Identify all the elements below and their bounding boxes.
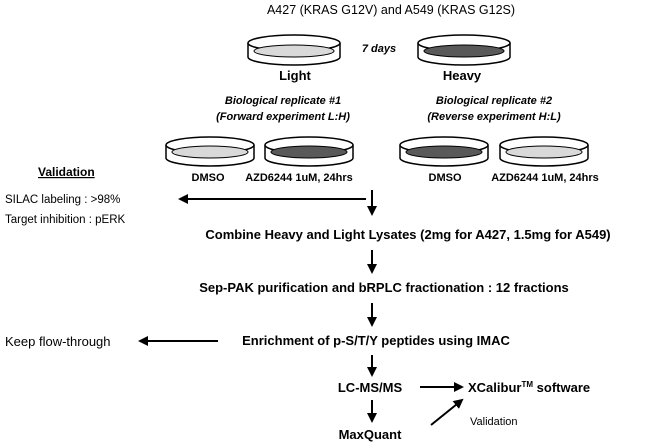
replicate1-azd-label: AZD6244 1uM, 24hrs xyxy=(245,172,353,184)
replicate2-azd-dish xyxy=(499,136,589,167)
replicate2-dmso-label: DMSO xyxy=(429,172,462,184)
validation-silac: SILAC labeling : >98% xyxy=(5,194,120,206)
light-dish xyxy=(247,34,341,66)
step-combine: Combine Heavy and Light Lysates (2mg for… xyxy=(205,227,610,242)
replicate1-subtitle: (Forward experiment L:H) xyxy=(216,111,350,123)
xcalibur-software: XCaliburTM software xyxy=(468,380,590,395)
replicate1-dmso-label: DMSO xyxy=(192,172,225,184)
xcalibur-trademark: TM xyxy=(521,380,533,389)
xcalibur-suffix: software xyxy=(533,380,590,395)
replicate2-subtitle: (Reverse experiment H:L) xyxy=(427,111,561,123)
cell-lines-title: A427 (KRAS G12V) and A549 (KRAS G12S) xyxy=(267,3,515,17)
step-enrichment: Enrichment of p-S/T/Y peptides using IMA… xyxy=(242,333,510,348)
duration-label: 7 days xyxy=(362,43,396,55)
maxquant-validation-arrow xyxy=(430,398,464,426)
xcalibur-name: XCalibur xyxy=(468,380,521,395)
flow-through-label: Keep flow-through xyxy=(5,334,111,349)
replicate2-title: Biological replicate #2 xyxy=(436,95,552,107)
replicate2-dmso-dish xyxy=(399,136,489,167)
heavy-label: Heavy xyxy=(443,68,482,83)
light-label: Light xyxy=(279,68,311,83)
step-maxquant: MaxQuant xyxy=(339,427,403,442)
validation-label: Validation xyxy=(470,416,518,428)
replicate2-azd-label: AZD6244 1uM, 24hrs xyxy=(491,172,599,184)
validation-heading: Validation xyxy=(38,165,95,179)
step-lcms: LC-MS/MS xyxy=(338,380,403,395)
replicate1-azd-dish xyxy=(264,136,354,167)
step-seppak: Sep-PAK purification and bRPLC fractiona… xyxy=(199,280,569,295)
validation-target: Target inhibition : pERK xyxy=(5,214,126,226)
replicate1-title: Biological replicate #1 xyxy=(225,95,341,107)
heavy-dish xyxy=(417,34,511,66)
replicate1-dmso-dish xyxy=(165,136,255,167)
